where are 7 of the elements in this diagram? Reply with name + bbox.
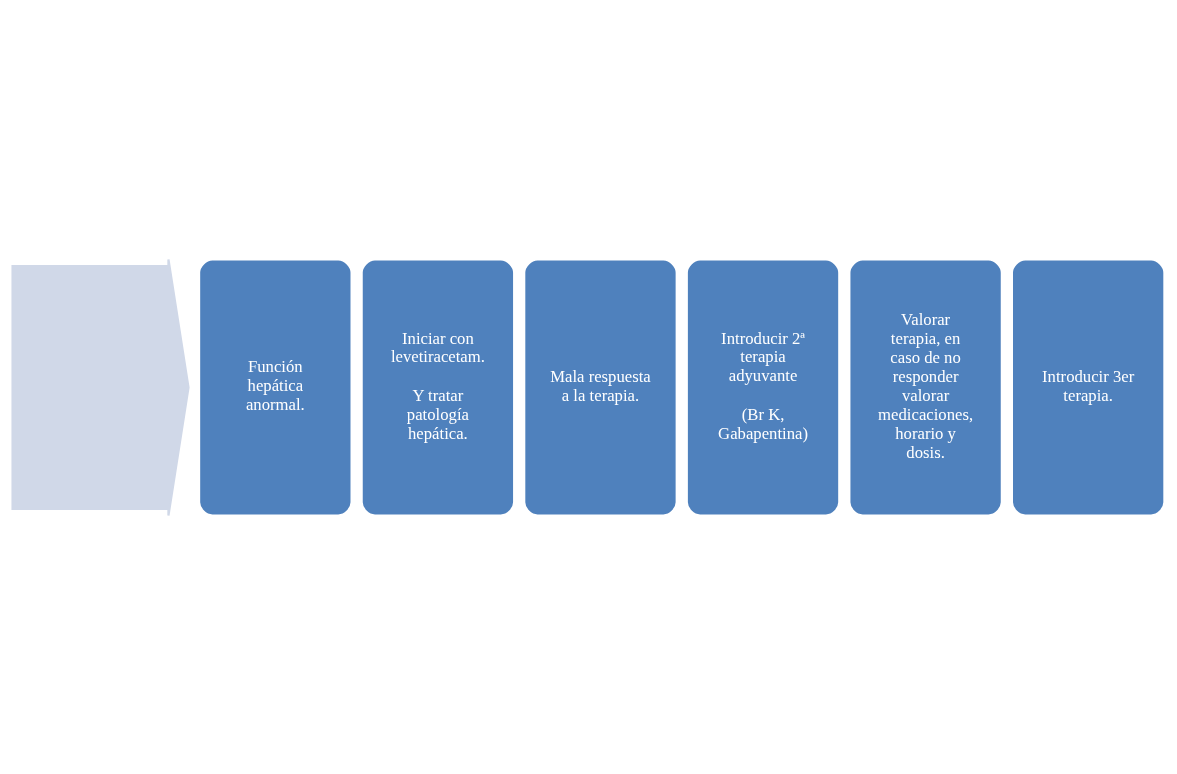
node-box: Introducir 3er terapia. [1010, 257, 1166, 517]
node-box: Mala respuesta a la terapia. [523, 257, 678, 517]
node-box: Iniciar con levetiracetam. Y tratar patología hepática. [360, 257, 516, 517]
node-box: Valorar terapia, en caso de no responder valorar medicaciones, horario y dosis. [848, 257, 1003, 517]
node-box: Introducir 2ª terapia adyuvante (Br K, Gabapentina) [685, 257, 841, 517]
node-box: Función hepática anormal. [197, 257, 353, 517]
node-arrow [11, 257, 190, 517]
